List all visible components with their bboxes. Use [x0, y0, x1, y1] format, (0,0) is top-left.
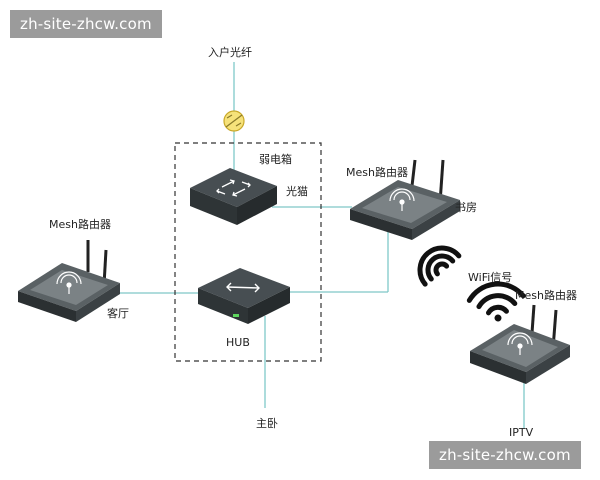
hub-device: [198, 268, 290, 324]
label-living: 客厅: [107, 306, 129, 320]
router-iptv: [470, 304, 570, 384]
router-antenna-icon: [389, 188, 415, 211]
label-fiber-in: 入户光纤: [208, 45, 252, 59]
router-antenna-icon: [507, 332, 533, 355]
label-study: 书房: [455, 201, 477, 214]
router-living: [18, 240, 120, 322]
router-study: [350, 159, 460, 240]
label-iptv: IPTV: [509, 426, 534, 439]
labels: 入户光纤 弱电箱 光猫 Mesh路由器 书房 Mesh路由器 客厅 HUB Wi…: [49, 45, 577, 439]
fiber-connector-icon: [223, 110, 245, 132]
label-mesh-iptv: Mesh路由器: [515, 288, 577, 302]
network-switch-icon: [190, 168, 277, 225]
router-antenna-icon: [56, 271, 82, 294]
label-master-bedroom: 主卧: [256, 417, 278, 430]
wifi-waves-icon: [417, 245, 526, 322]
label-hub: HUB: [226, 336, 250, 349]
label-weak-box: 弱电箱: [259, 152, 292, 166]
weak-current-box: [174, 142, 322, 362]
hub-arrow-icon: [226, 282, 260, 293]
label-mesh-living: Mesh路由器: [49, 217, 111, 231]
label-wifi-signal: WiFi信号: [468, 271, 512, 284]
watermark-top: zh-site-zhcw.com: [10, 10, 162, 38]
connection-lines: [110, 62, 525, 428]
label-mesh-study: Mesh路由器: [346, 165, 408, 179]
label-modem: 光猫: [286, 184, 308, 198]
watermark-bottom: zh-site-zhcw.com: [429, 441, 581, 469]
